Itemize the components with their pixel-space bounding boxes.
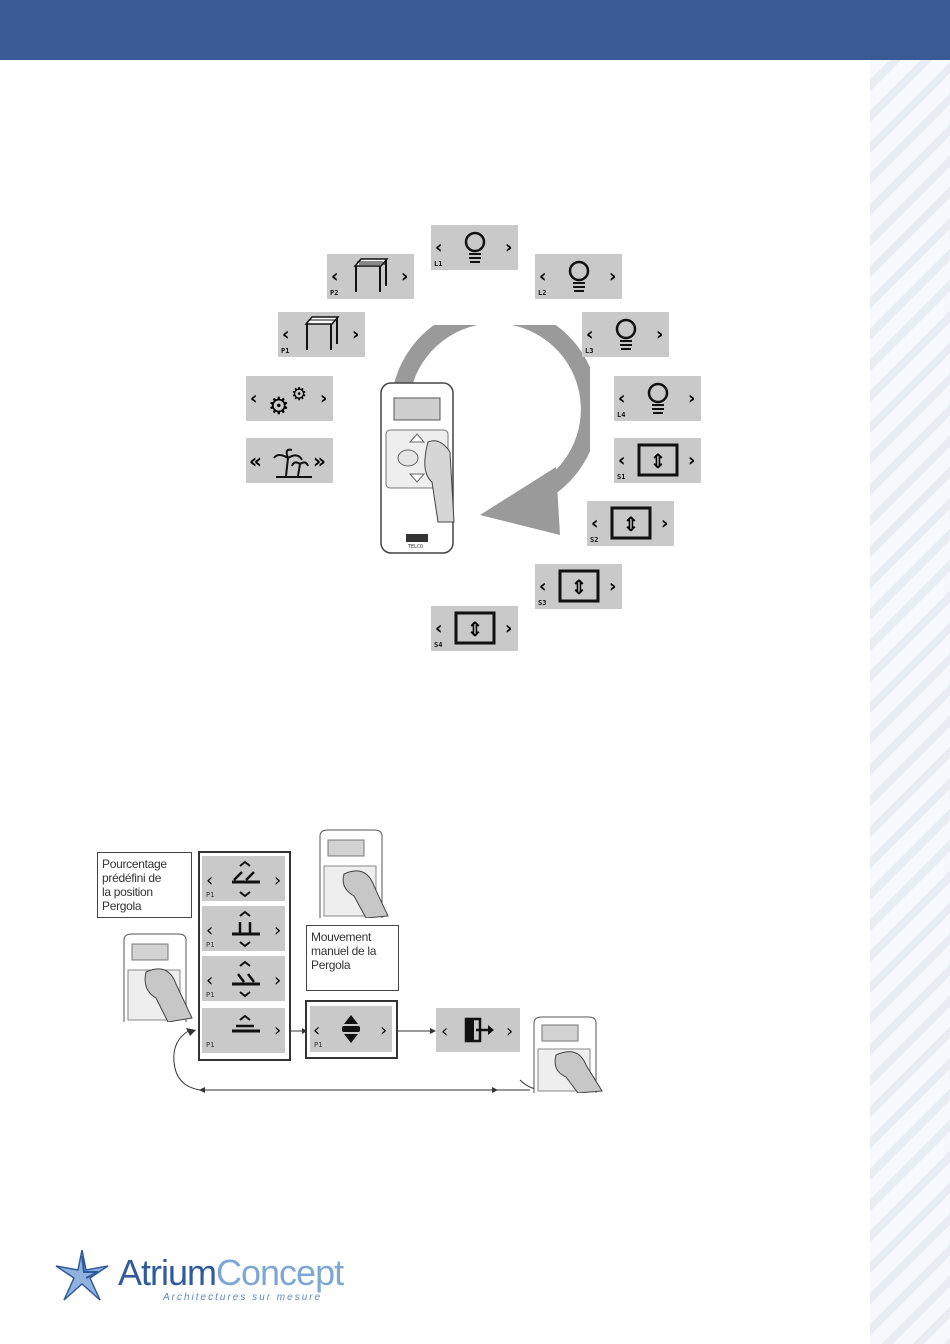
svg-text:›: › <box>320 388 327 409</box>
logo-name-bold: Atrium <box>118 1252 216 1293</box>
svg-text:›: › <box>274 920 281 941</box>
note-line: Mouvement <box>311 930 394 944</box>
note-line: Pourcentage <box>102 857 187 871</box>
preset-tile-1[interactable]: ‹ › P1 <box>202 856 285 901</box>
mode-tile-pergola-p1[interactable]: ‹ › P1 <box>278 312 365 357</box>
tile-tag: P2 <box>330 289 338 297</box>
svg-text:›: › <box>688 388 695 409</box>
svg-text:«: « <box>249 449 262 473</box>
tile-tag: P1 <box>206 991 214 999</box>
remote-press-ok-1 <box>122 932 194 1022</box>
tile-tag: S3 <box>538 599 546 607</box>
svg-text:›: › <box>505 237 512 258</box>
logo-wordmark: AtriumConcept <box>118 1252 343 1294</box>
svg-text:⇕: ⇕ <box>623 512 640 536</box>
note-line: Pergola <box>311 958 394 972</box>
mode-tile-light-l4[interactable]: ‹ › L4 <box>614 376 701 421</box>
remote-control: TELCO <box>380 382 455 554</box>
svg-text:›: › <box>609 576 616 597</box>
svg-text:‹: ‹ <box>539 266 546 287</box>
tile-tag: S1 <box>617 473 625 481</box>
tile-tag: L4 <box>617 411 625 419</box>
tile-tag: L3 <box>585 347 593 355</box>
logo-tagline: Architectures sur mesure <box>163 1292 322 1303</box>
svg-text:›: › <box>609 266 616 287</box>
note-manual-movement: Mouvement manuel de la Pergola <box>306 925 399 991</box>
note-preset-position: Pourcentage prédéfini de la position Per… <box>97 852 192 918</box>
note-line: manuel de la <box>311 944 394 958</box>
svg-text:›: › <box>352 324 359 345</box>
mode-tile-settings[interactable]: ‹ ⚙ ⚙ › <box>246 376 333 421</box>
mode-tile-light-l3[interactable]: ‹ › L3 <box>582 312 669 357</box>
mode-tile-screen-s1[interactable]: ‹ ⇕ › S1 <box>614 438 701 483</box>
svg-text:›: › <box>656 324 663 345</box>
svg-text:‹: ‹ <box>591 513 598 534</box>
svg-text:‹: ‹ <box>586 324 593 345</box>
svg-text:›: › <box>401 266 408 287</box>
tile-tag: P1 <box>206 941 214 949</box>
remote-press-up <box>318 828 390 918</box>
svg-text:⚙: ⚙ <box>268 392 290 420</box>
svg-text:‹: ‹ <box>282 324 289 345</box>
side-decoration <box>870 60 950 1344</box>
svg-text:‹: ‹ <box>435 237 442 258</box>
svg-text:›: › <box>274 970 281 991</box>
mode-tile-screen-s2[interactable]: ‹ ⇕ › S2 <box>587 501 674 546</box>
svg-text:›: › <box>661 513 668 534</box>
svg-text:‹: ‹ <box>435 618 442 639</box>
preset-tile-3[interactable]: ‹ › P1 <box>202 956 285 1001</box>
mode-tile-screen-s3[interactable]: ‹ ⇕ › S3 <box>535 564 622 609</box>
note-line: la position <box>102 885 187 899</box>
remote-press-ok-2 <box>532 1015 604 1093</box>
header-bar <box>0 0 950 60</box>
svg-text:›: › <box>505 618 512 639</box>
mode-tile-light-l1[interactable]: ‹ › L1 <box>431 225 518 270</box>
svg-text:›: › <box>274 870 281 891</box>
svg-text:⇕: ⇕ <box>650 449 667 473</box>
remote-brand: TELCO <box>408 544 423 550</box>
logo-name-light: Concept <box>216 1252 343 1293</box>
svg-text:‹: ‹ <box>539 576 546 597</box>
svg-text:‹: ‹ <box>618 388 625 409</box>
mode-tile-light-l2[interactable]: ‹ › L2 <box>535 254 622 299</box>
note-line: prédéfini de <box>102 871 187 885</box>
tile-tag: L2 <box>538 289 546 297</box>
mode-tile-pergola-p2[interactable]: ‹ › P2 <box>327 254 414 299</box>
tile-tag: P1 <box>281 347 289 355</box>
mode-tile-screen-s4[interactable]: ‹ ⇕ › S4 <box>431 606 518 651</box>
tile-tag: L1 <box>434 260 442 268</box>
svg-text:›: › <box>688 450 695 471</box>
svg-text:‹: ‹ <box>331 266 338 287</box>
svg-text:‹: ‹ <box>618 450 625 471</box>
svg-text:‹: ‹ <box>206 920 213 941</box>
mode-tile-holiday[interactable]: « » <box>246 438 333 483</box>
preset-tile-2[interactable]: ‹ › P1 <box>202 906 285 951</box>
svg-text:⇕: ⇕ <box>467 617 484 641</box>
svg-text:‹: ‹ <box>206 870 213 891</box>
tile-tag: P1 <box>206 891 214 899</box>
tile-tag: S2 <box>590 536 598 544</box>
star-logo-icon <box>52 1246 112 1306</box>
svg-text:‹: ‹ <box>250 388 257 409</box>
svg-text:⚙: ⚙ <box>291 384 307 405</box>
note-line: Pergola <box>102 899 187 913</box>
tile-tag: S4 <box>434 641 442 649</box>
svg-text:‹: ‹ <box>206 970 213 991</box>
svg-text:⇕: ⇕ <box>571 575 588 599</box>
svg-text:»: » <box>313 449 326 473</box>
